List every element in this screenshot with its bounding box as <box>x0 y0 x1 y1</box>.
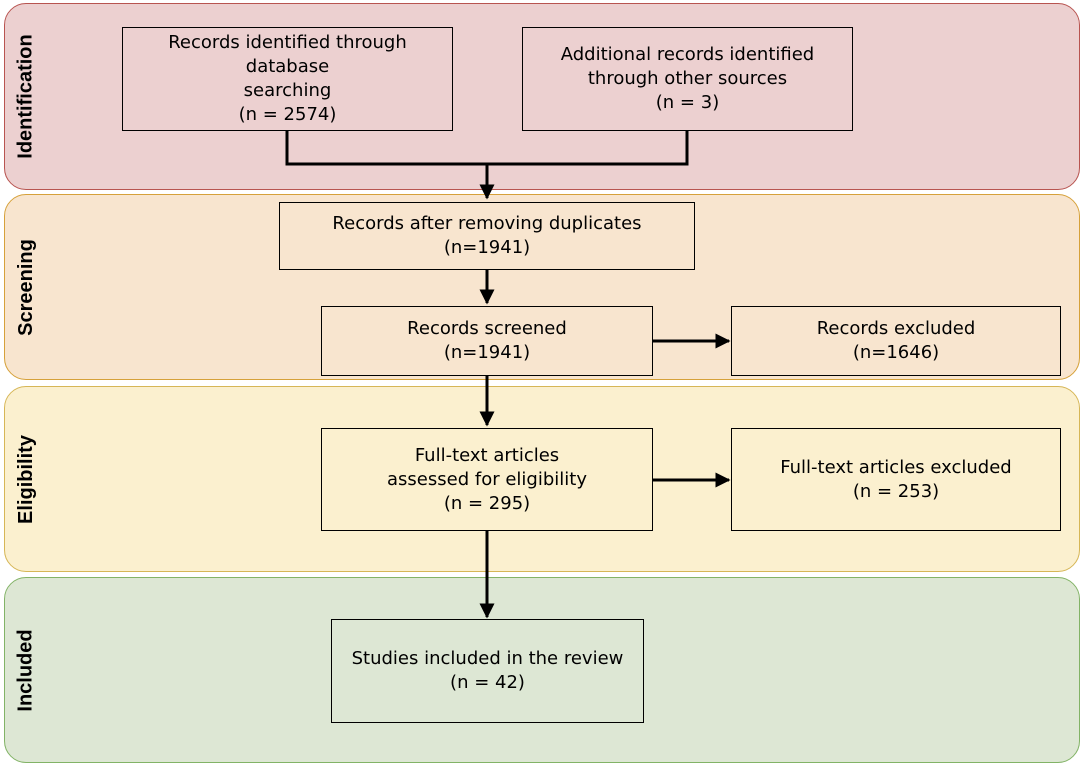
database-records-line-2: searching <box>243 80 332 101</box>
fulltext-assessed-box: Full-text articles assessed for eligibil… <box>321 428 653 531</box>
records-screened-line-1: Records screened <box>407 318 567 339</box>
fulltext-excluded-count: (n = 253) <box>852 480 940 502</box>
identification-band <box>4 3 1080 190</box>
studies-included-line-1: Studies included in the review <box>351 648 624 669</box>
records-screened-count: (n=1941) <box>443 342 531 363</box>
other-sources-line-2: through other sources <box>587 68 788 89</box>
records-screened-box: Records screened (n=1941) <box>321 306 653 376</box>
studies-included-box: Studies included in the review (n = 42) <box>331 619 644 723</box>
after-duplicates-box: Records after removing duplicates (n=194… <box>279 202 695 270</box>
fulltext-assessed-count: (n = 295) <box>443 492 531 514</box>
after-duplicates-count: (n=1941) <box>443 237 531 258</box>
other-sources-line-1: Additional records identified <box>560 44 815 65</box>
records-excluded-line-1: Records excluded <box>816 318 976 339</box>
database-records-count: (n = 2574) <box>238 104 337 125</box>
records-excluded-box: Records excluded (n=1646) <box>731 306 1061 376</box>
other-sources-box: Additional records identified through ot… <box>522 27 853 131</box>
fulltext-assessed-line-2: assessed for eligibility <box>387 468 587 490</box>
eligibility-band <box>4 386 1080 572</box>
merge-connector <box>285 131 689 166</box>
database-records-box: Records identified through database sear… <box>122 27 453 131</box>
included-band <box>4 577 1080 763</box>
fulltext-excluded-box: Full-text articles excluded (n = 253) <box>731 428 1061 531</box>
records-excluded-count: (n=1646) <box>852 342 940 363</box>
fulltext-assessed-line-1: Full-text articles <box>414 444 560 466</box>
screening-band <box>4 194 1080 380</box>
other-sources-count: (n = 3) <box>655 92 720 113</box>
database-records-line-1: Records identified through database <box>168 32 407 77</box>
studies-included-count: (n = 42) <box>450 672 525 693</box>
fulltext-excluded-line-1: Full-text articles excluded <box>780 456 1012 478</box>
after-duplicates-line-1: Records after removing duplicates <box>332 213 642 234</box>
